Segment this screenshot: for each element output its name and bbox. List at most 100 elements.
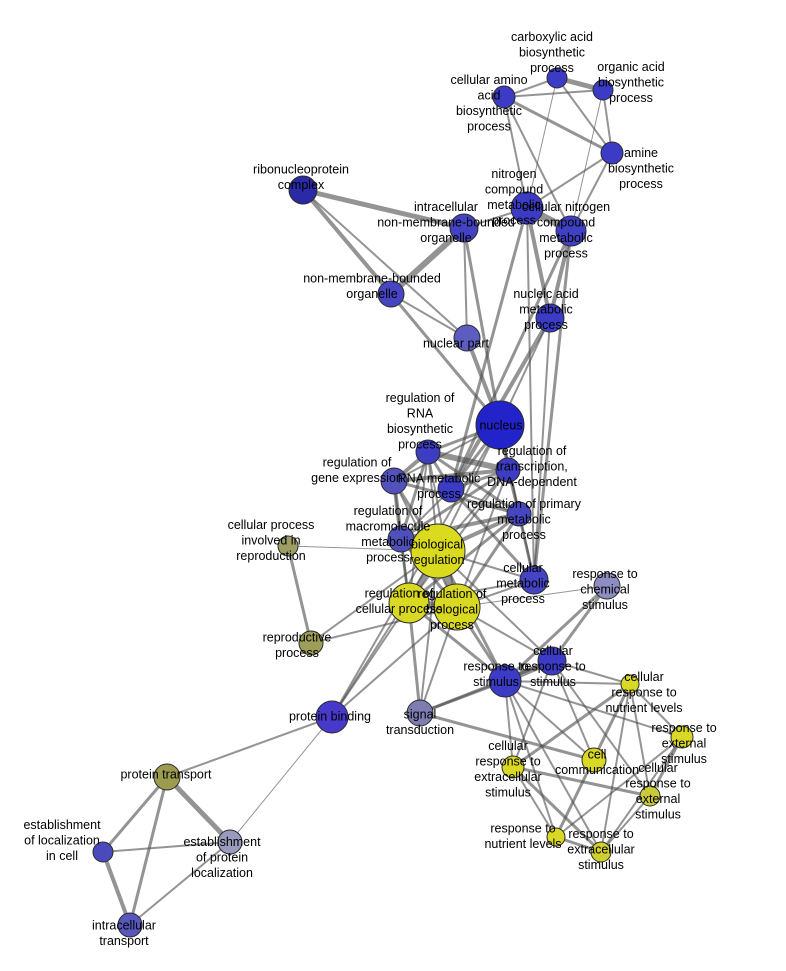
node-response-to-extracellular-stimulus[interactable] — [590, 841, 612, 863]
node-label-nuclear-part: nuclear part — [423, 336, 490, 350]
edge-ribonucleoprotein-complex--nuclear-part — [302, 189, 468, 339]
edge-cellular-amino-acid-biosynthetic-process--amine-biosynthetic-process — [502, 95, 614, 155]
node-cellular-response-to-extracellular-stimulus[interactable] — [501, 755, 525, 779]
edge-protein-binding--protein-transport — [166, 716, 333, 778]
node-protein-binding[interactable] — [315, 700, 349, 734]
edge-nitrogen-compound-metabolic-process--rna-metabolic-process — [449, 206, 529, 491]
edge-cellular-nitrogen-compound-metabolic-process--cellular-metabolic-process — [532, 229, 573, 582]
edge-protein-binding--establishment-of-protein-localization — [229, 716, 333, 843]
node-cellular-response-to-nutrient-levels[interactable] — [620, 674, 640, 694]
edge-cellular-response-to-extracellular-stimulus--cellular-response-to-external-stimulus — [511, 765, 652, 798]
node-regulation-of-biological-process[interactable] — [433, 583, 481, 631]
node-regulation-of-rna-biosynthetic-process[interactable] — [415, 439, 441, 465]
node-rna-metabolic-process[interactable] — [437, 475, 465, 503]
edge-cellular-response-to-stimulus--signal-transduction — [418, 659, 554, 715]
node-cellular-amino-acid-biosynthetic-process[interactable] — [492, 85, 516, 109]
edge-intracellular-non-membrane-bounded-organelle--nuclear-part — [463, 227, 468, 339]
node-cellular-process-involved-in-reproduction[interactable] — [277, 535, 299, 557]
edge-response-to-external-stimulus--response-to-nutrient-levels — [555, 736, 683, 838]
node-regulation-of-gene-expression[interactable] — [380, 467, 408, 495]
node-regulation-of-primary-metabolic-process[interactable] — [506, 501, 532, 527]
node-intracellular-transport[interactable] — [117, 912, 143, 938]
edge-rna-metabolic-process--cellular-metabolic-process — [449, 487, 536, 582]
node-cell-communication[interactable] — [581, 747, 607, 773]
edge-organic-acid-biosynthetic-process--cellular-nitrogen-compound-metabolic-process — [570, 89, 604, 232]
edge-cellular-response-to-nutrient-levels--response-to-extracellular-stimulus — [600, 683, 631, 853]
node-nucleus[interactable] — [475, 400, 525, 450]
node-response-to-nutrient-levels[interactable] — [546, 827, 566, 847]
edge-cellular-nitrogen-compound-metabolic-process--rna-metabolic-process — [449, 229, 573, 491]
node-label-protein-binding: protein binding — [289, 709, 371, 723]
edge-response-to-stimulus--response-to-chemical-stimulus — [503, 584, 609, 683]
node-cellular-response-to-stimulus[interactable] — [537, 646, 567, 676]
edge-cellular-amino-acid-biosynthetic-process--nitrogen-compound-metabolic-process — [503, 96, 528, 209]
node-cellular-response-to-external-stimulus[interactable] — [639, 785, 661, 807]
node-amine-biosynthetic-process[interactable] — [600, 141, 624, 165]
node-nucleic-acid-metabolic-process[interactable] — [535, 303, 565, 333]
edge-cellular-response-to-extracellular-stimulus--response-to-nutrient-levels — [512, 766, 557, 838]
node-regulation-of-transcription-dna-dependent[interactable] — [495, 457, 521, 483]
edge-ribonucleoprotein-complex--non-membrane-bounded-organelle — [301, 188, 393, 296]
edge-cellular-process-involved-in-reproduction--reproductive-process — [286, 544, 313, 645]
edge-regulation-of-rna-biosynthetic-process--regulation-of-transcription-dna-dependent — [425, 449, 511, 473]
node-organic-acid-biosynthetic-process[interactable] — [592, 79, 614, 101]
node-response-to-external-stimulus[interactable] — [670, 725, 694, 749]
node-signal-transduction[interactable] — [406, 699, 434, 727]
node-nuclear-part[interactable] — [453, 324, 481, 352]
edge-nucleic-acid-metabolic-process--cellular-metabolic-process — [533, 317, 551, 581]
node-protein-transport[interactable] — [153, 763, 181, 791]
edge-carboxylic-acid-biosynthetic-process--nitrogen-compound-metabolic-process — [526, 77, 558, 209]
node-reproductive-process[interactable] — [298, 630, 324, 656]
node-cellular-metabolic-process[interactable] — [519, 565, 549, 595]
edge-ribonucleoprotein-complex--intracellular-non-membrane-bounded-organelle — [300, 187, 467, 231]
node-establishment-of-localization-in-cell[interactable] — [92, 841, 114, 863]
edge-non-membrane-bounded-organelle--nucleus — [389, 292, 502, 427]
node-response-to-chemical-stimulus[interactable] — [593, 572, 621, 600]
node-intracellular-non-membrane-bounded-organelle[interactable] — [449, 213, 479, 243]
edge-cellular-response-to-nutrient-levels--cellular-response-to-extracellular-stimulus — [511, 682, 632, 769]
node-nitrogen-compound-metabolic-process[interactable] — [510, 191, 544, 225]
edge-response-to-stimulus--response-to-nutrient-levels — [504, 680, 557, 838]
node-non-membrane-bounded-organelle[interactable] — [377, 280, 405, 308]
edge-response-to-extracellular-stimulus--cellular-response-to-external-stimulus — [600, 795, 651, 853]
edge-intracellular-non-membrane-bounded-organelle--nucleus — [462, 226, 502, 427]
node-response-to-stimulus[interactable] — [488, 664, 522, 698]
edge-establishment-of-localization-in-cell--intracellular-transport — [101, 850, 132, 927]
edge-non-membrane-bounded-organelle--nuclear-part — [390, 293, 468, 339]
node-carboxylic-acid-biosynthetic-process[interactable] — [546, 67, 568, 89]
edge-response-to-chemical-stimulus--regulation-of-biological-process — [456, 585, 608, 608]
edge-protein-transport--intracellular-transport — [128, 775, 169, 927]
edge-cellular-response-to-extracellular-stimulus--response-to-extracellular-stimulus — [511, 765, 603, 854]
node-biological-regulation[interactable] — [410, 523, 466, 579]
node-ribonucleoprotein-complex[interactable] — [288, 175, 318, 205]
edge-regulation-of-rna-biosynthetic-process--regulation-of-primary-metabolic-process — [426, 450, 521, 516]
node-establishment-of-protein-localization[interactable] — [217, 829, 243, 855]
edge-regulation-of-rna-biosynthetic-process--regulation-of-macromolecule-metabolic-process — [399, 450, 430, 541]
node-cellular-nitrogen-compound-metabolic-process[interactable] — [555, 215, 587, 247]
edge-amine-biosynthetic-process--nitrogen-compound-metabolic-process — [526, 152, 613, 209]
node-regulation-of-cellular-process[interactable] — [388, 582, 430, 624]
